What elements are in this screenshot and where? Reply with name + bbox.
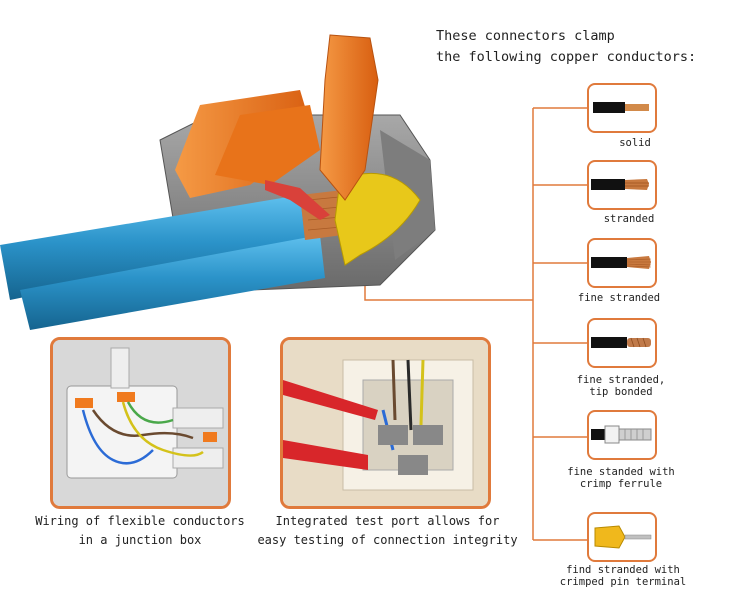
junction-box-photo	[50, 337, 231, 509]
caption-line: Integrated test port allows for	[275, 514, 500, 528]
junction-box-image	[53, 340, 228, 506]
stranded-wire-icon	[591, 179, 649, 190]
test-port-photo	[280, 337, 491, 509]
solid-wire-icon	[593, 102, 649, 113]
label-line: solid	[619, 137, 651, 149]
caption-line: in a junction box	[78, 533, 202, 547]
header-text: These connectors clamp the following cop…	[436, 26, 696, 68]
pin-terminal-wire-icon	[594, 525, 652, 549]
label-line: crimped pin terminal	[559, 576, 687, 588]
conductor-label-fine-stranded: fine stranded	[549, 292, 689, 304]
tip-bonded-wire-icon	[591, 337, 651, 348]
conductor-label-pin-terminal: find stranded with crimped pin terminal	[553, 564, 693, 588]
test-port-caption: Integrated test port allows for easy tes…	[255, 512, 520, 550]
conductor-label-crimp-ferrule: fine standed with crimp ferrule	[551, 466, 691, 490]
label-line: crimp ferrule	[579, 478, 663, 490]
label-line: fine stranded	[577, 292, 661, 304]
fine-stranded-wire-icon	[591, 256, 652, 269]
conductor-tile-pin-terminal	[587, 512, 657, 562]
test-port-image	[283, 340, 488, 506]
caption-line: easy testing of connection integrity	[257, 533, 518, 547]
header-line-2: the following copper conductors:	[436, 49, 697, 65]
connector-illustration	[0, 34, 436, 330]
label-line: fine stranded,	[576, 374, 666, 386]
header-line-1: These connectors clamp	[436, 28, 615, 44]
conductor-label-stranded: stranded	[559, 213, 699, 225]
conductor-tile-stranded	[587, 160, 657, 210]
junction-box-caption: Wiring of flexible conductors in a junct…	[20, 512, 260, 550]
crimp-ferrule-wire-icon	[591, 425, 652, 444]
label-line: find stranded with	[566, 564, 680, 576]
conductor-tile-crimp-ferrule	[587, 410, 657, 460]
conductor-tile-fine-stranded	[587, 238, 657, 288]
conductor-tile-solid	[587, 83, 657, 133]
label-line: stranded	[603, 213, 655, 225]
conductor-label-solid: solid	[565, 137, 705, 149]
conductor-label-tip-bonded: fine stranded, tip bonded	[551, 374, 691, 398]
conductor-tile-tip-bonded	[587, 318, 657, 368]
label-line: fine standed with	[567, 466, 675, 478]
caption-line: Wiring of flexible conductors	[35, 514, 245, 528]
label-line: tip bonded	[589, 386, 653, 398]
